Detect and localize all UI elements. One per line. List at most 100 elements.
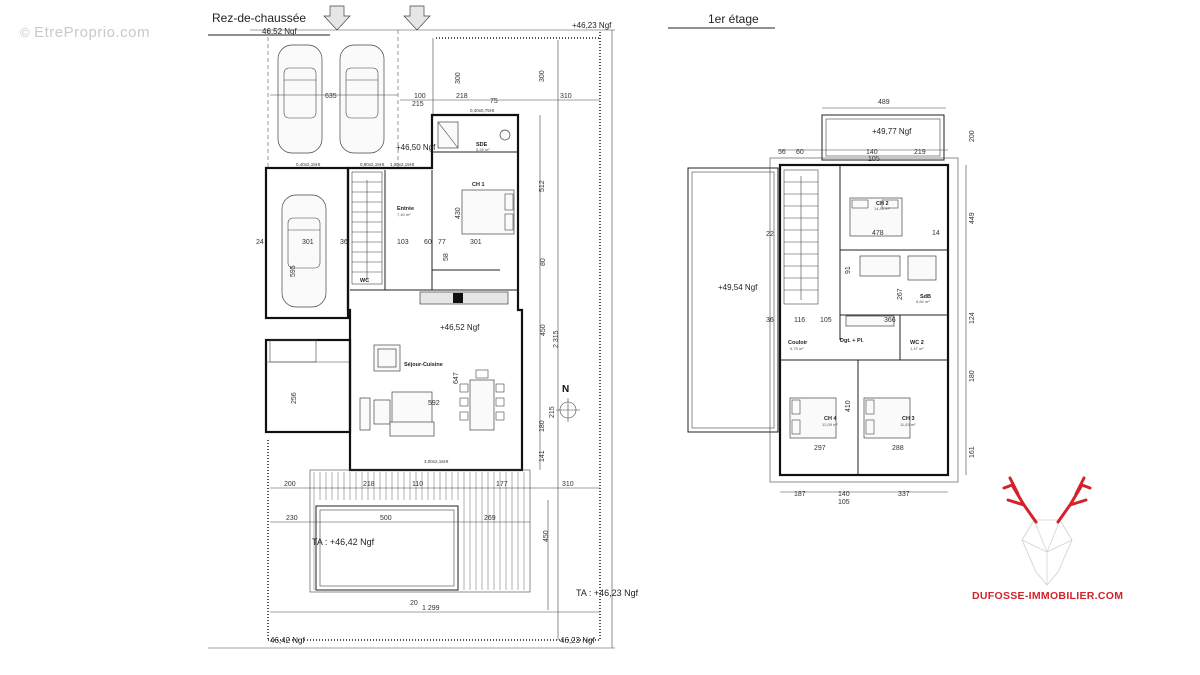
room-sde-area: 5,26 m² [476,147,490,152]
dim: 256 [291,392,298,404]
north-arrow-icon [556,398,580,422]
dim: 100 [414,93,426,100]
room-ch4: CH 4 [824,416,837,422]
dim: 20 [410,600,418,607]
opening-label: 0,90x2,15Ht [360,162,385,167]
ground-floor-plan: Rez-de-chaussée 46,52 Ngf +46,23 Ngf [208,5,639,649]
bed-icon [789,397,837,439]
dim: 161 [969,446,976,458]
level-top-right: +46,23 Ngf [572,21,612,30]
dim: 116 [794,317,805,324]
opening-label: 0,40x2,15Ht [296,162,321,167]
washbasin [499,129,511,141]
roof-terrace-inner [825,118,941,157]
dim: 219 [914,149,926,156]
dim: 512 [539,180,546,192]
brand-website[interactable]: DUFOSSE-IMMOBILIER.COM [972,590,1124,602]
first-floor-plan: 1er étage +49,54 Ngf +49,77 Ngf [668,12,976,506]
watermark: ©EtreProprio.com [20,24,150,41]
dim: 105 [868,156,880,163]
staircase [783,169,819,305]
entry-arrow-icon [323,5,351,31]
roof-area-inner [691,171,775,429]
room-ch3: CH 3 [902,416,915,422]
house-exterior-wall [346,113,524,472]
dim: 215 [412,101,424,108]
dim: 140 [866,149,878,156]
level-roof: +49,54 Ngf [718,283,758,292]
dim: 141 [539,450,546,462]
room-wc: WC [360,278,369,284]
room-sdb: SdB [920,294,931,300]
dim: 288 [892,445,904,452]
dim: 450 [540,324,547,336]
room-sejour: Séjour-Cuisine [404,362,443,368]
room-couloir-area: 5,75 m² [790,346,804,351]
storage-wall [264,338,352,434]
dim: 105 [820,317,832,324]
dim: 489 [878,99,890,106]
room-ch4-area: 12,09 m² [822,422,838,427]
bed-icon [461,189,515,235]
first-floor-outline [769,157,959,483]
dim: 300 [455,72,462,84]
dim: 635 [325,93,337,100]
room-ch2: CH 2 [876,201,889,207]
terrace-decking [309,469,531,593]
north-label: N [562,384,569,395]
dim: 430 [455,207,462,219]
dim: 301 [302,239,314,246]
level-bottom-left: 46,42 Ngf [270,636,305,645]
roof-terrace [821,114,945,161]
dim: 77 [438,239,446,246]
staircase [351,171,383,285]
dim: 56 [778,149,786,156]
dim: 180 [539,420,546,432]
level-living: +46,52 Ngf [440,323,480,332]
dim: 91 [845,266,852,274]
opening-label: 0,40x0,75Ht [470,108,495,113]
dim: 24 [256,239,264,246]
dim: 58 [443,253,450,261]
room-ch1: CH 1 [472,182,485,188]
dim: 103 [397,239,409,246]
dim: 500 [380,515,392,522]
pool-inner-edge [319,509,455,587]
dining-table-icon [459,369,505,431]
car-icon [339,44,385,154]
level-terrace: TA : +46,42 Ngf [312,537,375,547]
dim: 218 [456,93,468,100]
dim: 110 [412,481,423,488]
dim: 200 [284,481,296,488]
ground-floor-title: Rez-de-chaussée [212,11,306,25]
dim: 180 [969,370,976,382]
dim: 647 [453,372,460,384]
level-bottom-right: 46,23 Ngf [560,636,595,645]
dim: 230 [286,515,298,522]
room-ch2-area: 14,49 m² [874,206,890,211]
dim: 200 [969,130,976,142]
dim: 301 [470,239,482,246]
dim: 595 [290,265,297,277]
dim: 105 [838,499,850,506]
room-wc2-area: 1,47 m² [910,346,924,351]
dim: 124 [969,312,976,324]
dim: 22 [766,231,774,238]
dim: 2 315 [553,330,560,348]
dim: 592 [428,400,440,407]
dim: 1 299 [422,605,440,612]
dim: 80 [540,258,547,266]
dim: 60 [424,239,432,246]
opening-label: 1,00x2,15Ht [390,162,415,167]
dim: 140 [838,491,850,498]
dim: 337 [898,491,910,498]
dufosse-stag-logo [1002,476,1092,586]
entry-arrow-icon [403,5,431,31]
level-top-left: 46,52 Ngf [262,27,297,36]
dim: 310 [562,481,574,488]
room-entree: Entrée [397,206,414,212]
watermark-text: EtreProprio.com [34,24,150,41]
dim: 410 [845,400,852,412]
room-dgt: Dgt. + Pl. [840,338,864,344]
room-wc2: WC 2 [910,340,924,346]
